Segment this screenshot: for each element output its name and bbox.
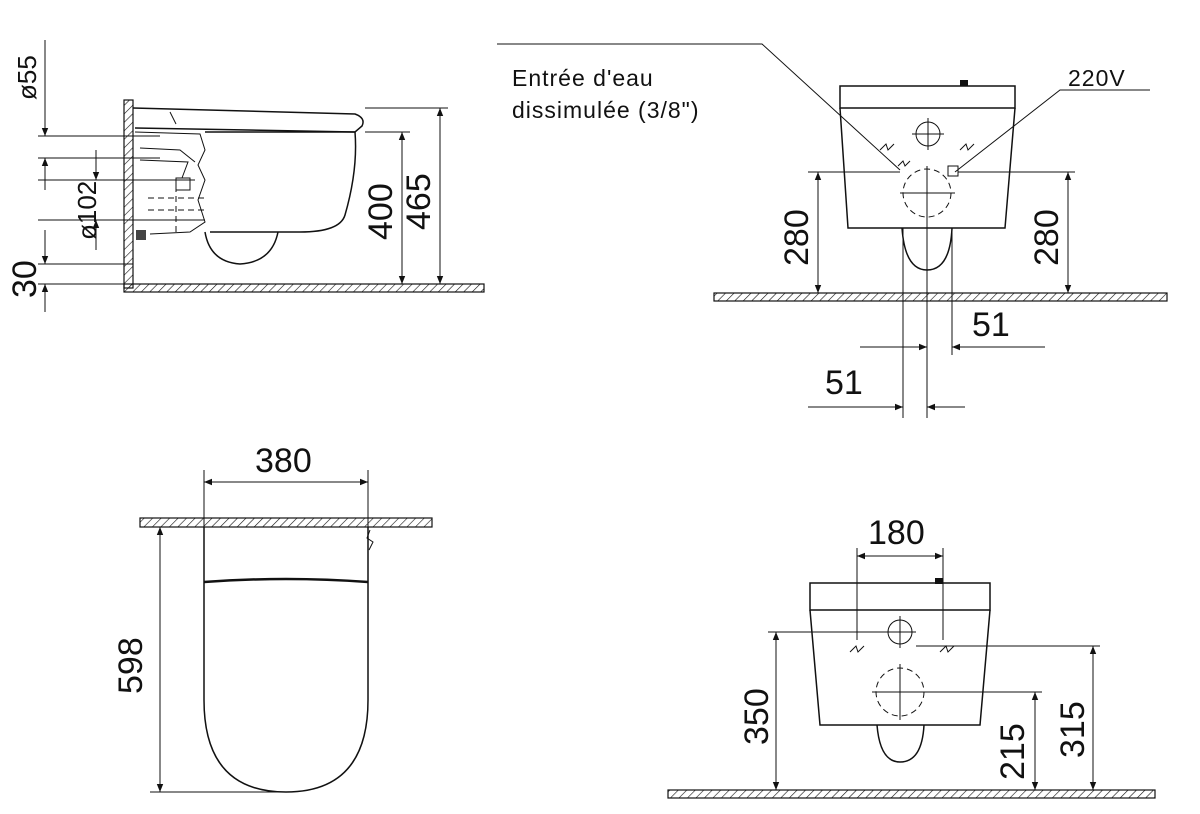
- floor-hatch: [667, 789, 1156, 799]
- water-inlet-label-2: dissimulée (3/8"): [512, 97, 700, 123]
- dim-315: 315: [1054, 701, 1092, 758]
- top-outline: [203, 527, 369, 793]
- water-inlet-label-1: Entrée d'eau: [512, 65, 654, 91]
- dim-30: 30: [6, 260, 44, 298]
- tank-cap: [839, 85, 1016, 109]
- floor-hatch: [123, 283, 485, 293]
- seat-line: [203, 577, 369, 584]
- mount-body: [809, 609, 991, 726]
- dim-350: 350: [738, 688, 776, 745]
- top-view: 380 598: [112, 442, 433, 793]
- dim-d55: ø55: [12, 55, 42, 100]
- mount-cap: [809, 582, 991, 611]
- floor-hatch: [713, 292, 1168, 302]
- dim-d102: ø102: [72, 181, 102, 240]
- mount-view: 180 350 215 315: [667, 514, 1156, 799]
- dim-280-left: 280: [778, 209, 816, 266]
- dim-280-right: 280: [1028, 209, 1066, 266]
- trap-outline: [204, 231, 279, 265]
- bowl-outline: [205, 131, 357, 233]
- rear-view: Entrée d'eau dissimulée (3/8") 220V 280 …: [497, 43, 1168, 418]
- dim-180: 180: [868, 514, 925, 552]
- wall-hatch: [139, 517, 433, 528]
- dim-465: 465: [400, 173, 438, 230]
- dim-598: 598: [112, 637, 150, 694]
- dim-51-top: 51: [972, 306, 1010, 344]
- dim-215: 215: [994, 723, 1032, 780]
- mount-trap: [876, 724, 925, 763]
- dim-380: 380: [255, 442, 312, 480]
- dim-400: 400: [362, 183, 400, 240]
- lid-outline: [132, 107, 364, 133]
- wall-hatch: [123, 99, 134, 289]
- power-label: 220V: [1068, 65, 1126, 91]
- dim-51-bottom: 51: [825, 364, 863, 402]
- side-view: ø55 ø102 30 400 465: [6, 40, 485, 312]
